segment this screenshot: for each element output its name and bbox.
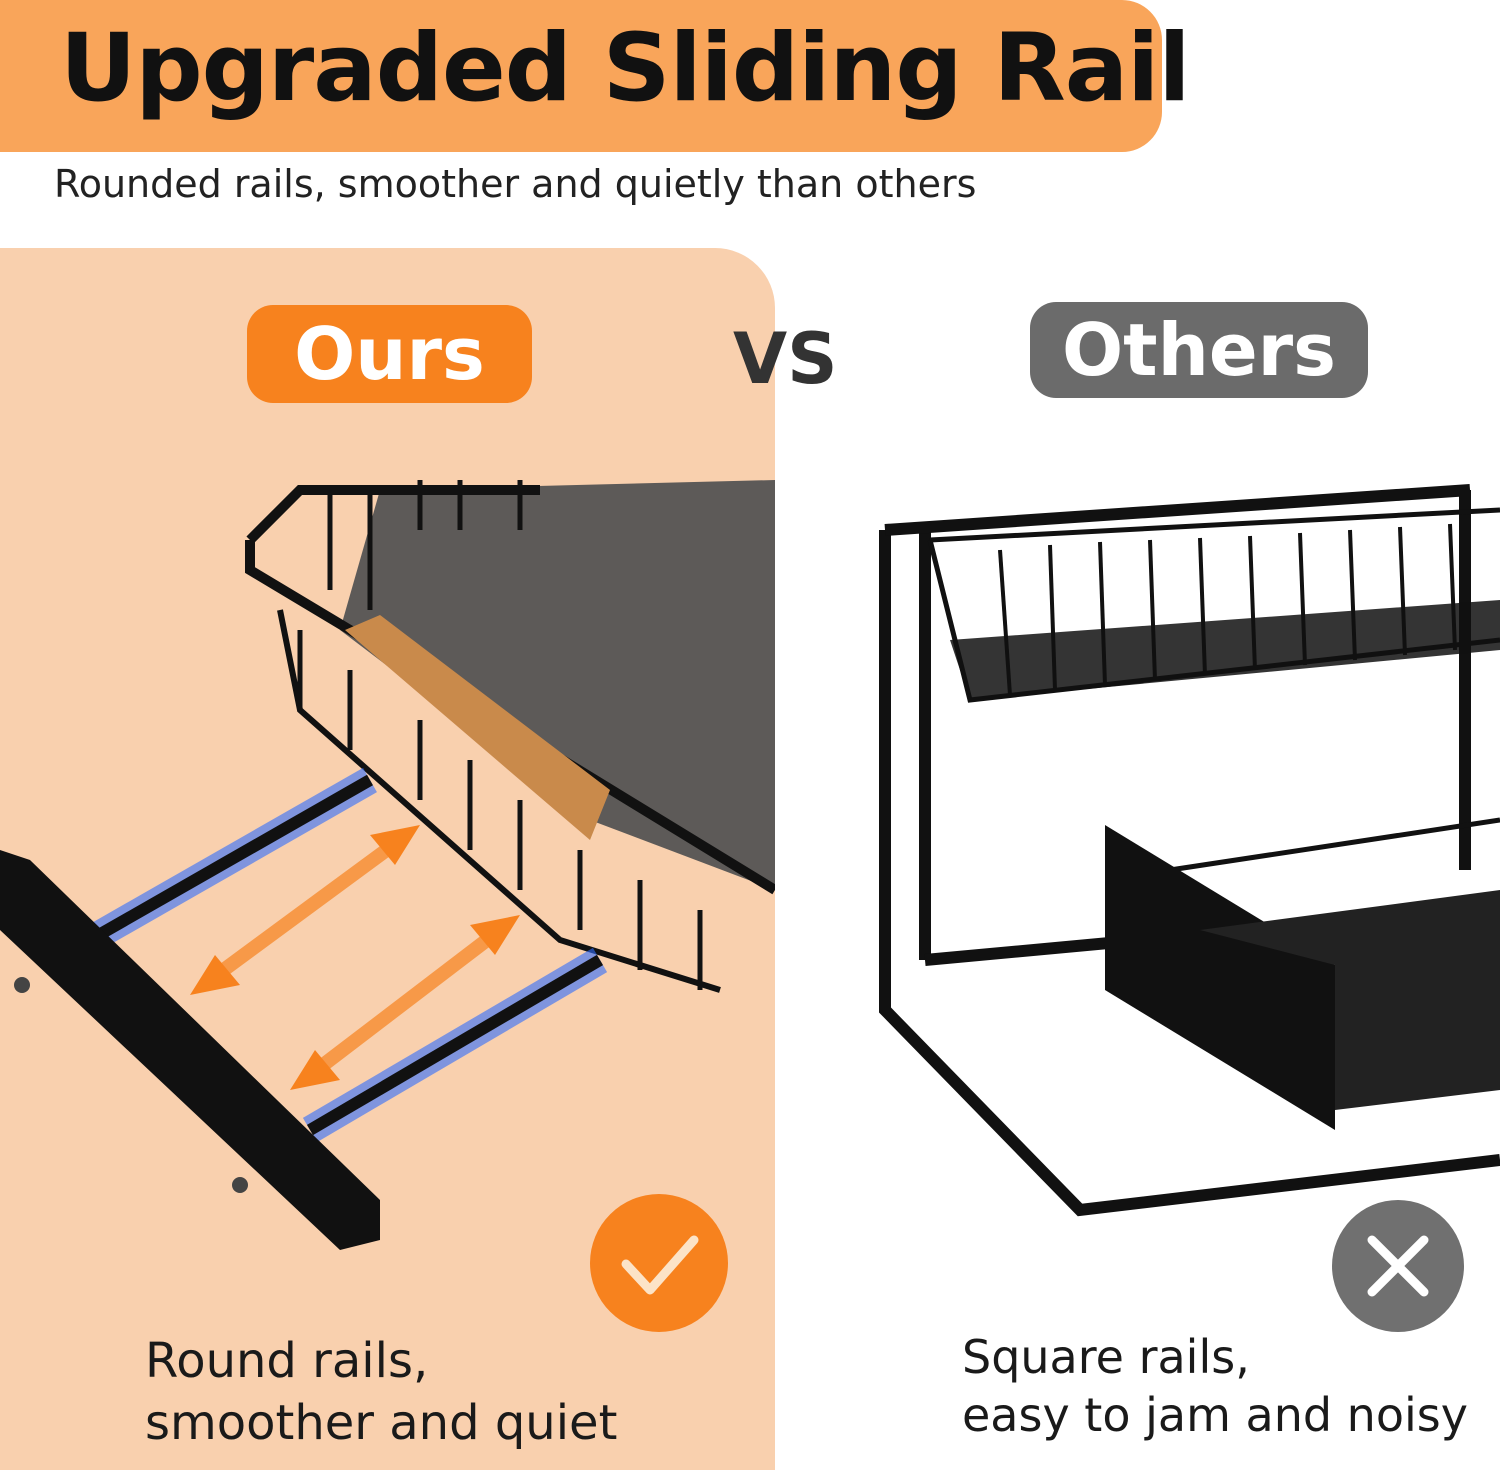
wood-handle [345, 615, 610, 840]
vs-label: VS [733, 318, 838, 400]
sliding-front-panel [1105, 825, 1335, 1130]
ours-caption: Round rails, smoother and quiet [145, 1330, 617, 1454]
others-rail-image [879, 484, 1500, 1217]
slide-arrows [190, 825, 520, 1090]
close-icon [1332, 1200, 1464, 1332]
rail-bottom [302, 947, 608, 1143]
ours-caption-line1: Round rails, [145, 1333, 429, 1389]
rail-top [83, 767, 377, 953]
others-caption: Square rails, easy to jam and noisy [962, 1328, 1468, 1444]
ours-rail-image [0, 480, 775, 1250]
check-icon [590, 1194, 728, 1332]
others-caption-line2: easy to jam and noisy [962, 1388, 1468, 1442]
others-badge: Others [1030, 302, 1368, 398]
ours-badge: Ours [247, 305, 532, 403]
ours-caption-line2: smoother and quiet [145, 1395, 618, 1451]
title-banner [0, 0, 1162, 152]
page-title: Upgraded Sliding Rail [60, 14, 1191, 123]
others-caption-line1: Square rails, [962, 1330, 1250, 1384]
frame-bar [0, 850, 380, 1250]
basket-shelf [340, 480, 775, 890]
subtitle: Rounded rails, smoother and quietly than… [54, 162, 977, 206]
